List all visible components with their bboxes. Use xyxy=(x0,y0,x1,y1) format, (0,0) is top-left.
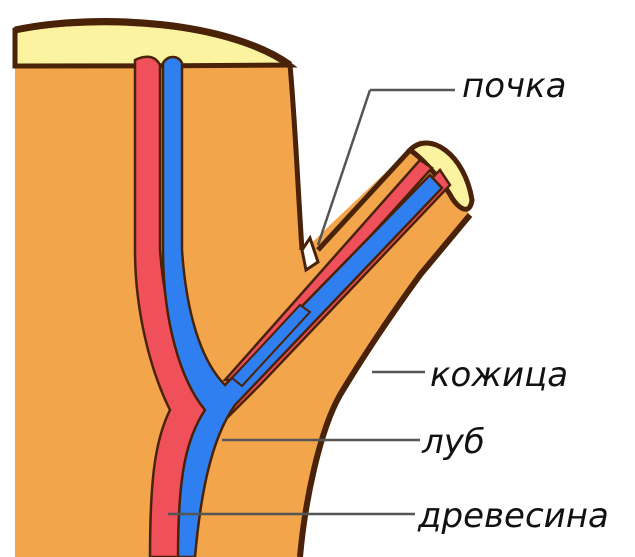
bud-label: почка xyxy=(462,66,567,106)
bast-label: луб xyxy=(421,422,485,462)
wood-label: древесина xyxy=(417,496,609,536)
trunk-wood xyxy=(15,30,470,557)
skin-label: кожица xyxy=(430,355,568,395)
